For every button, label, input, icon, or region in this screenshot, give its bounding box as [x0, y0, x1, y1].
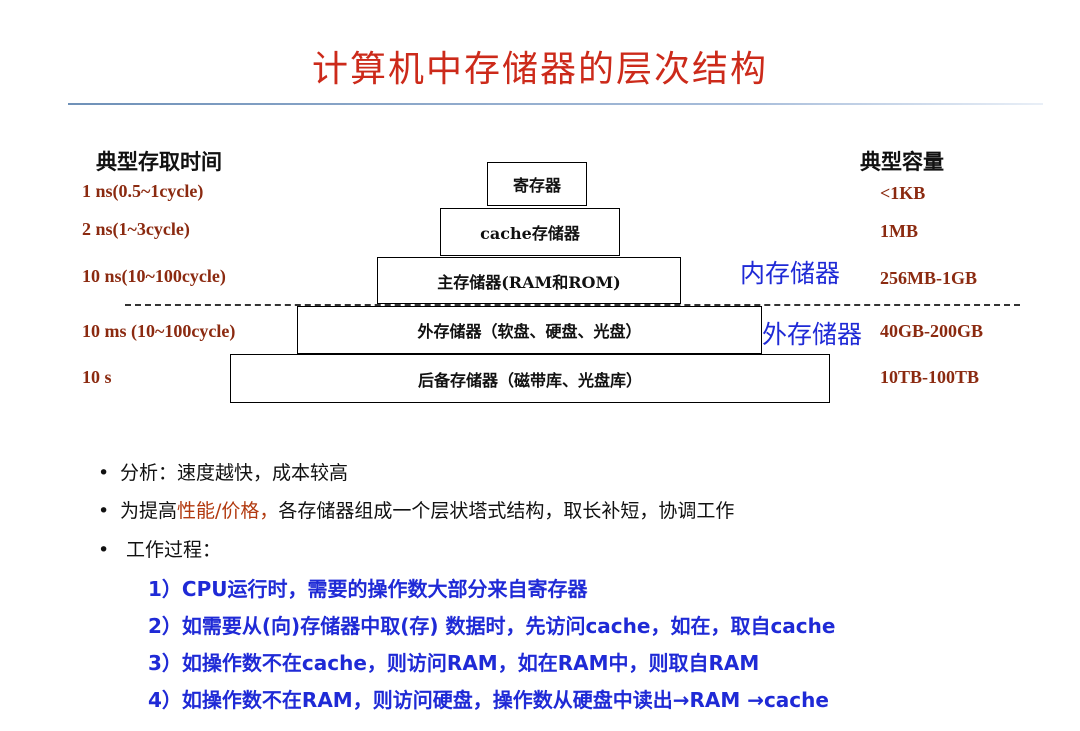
pyramid-level-cache: cache存储器: [440, 208, 620, 256]
bullet-analysis: • 分析：速度越快，成本较高: [98, 458, 348, 485]
bullet-structure-highlight: 性能/价格，: [177, 500, 279, 522]
capacity-register: <1KB: [880, 183, 926, 203]
access-time-register: 1 ns(0.5~1cycle): [82, 181, 204, 201]
bullet-dot-icon: •: [98, 500, 110, 522]
pyramid-level-main-memory: 主存储器(RAM和ROM): [377, 257, 681, 304]
bullet-dot-icon: •: [98, 462, 110, 484]
title-divider: [68, 103, 1043, 105]
process-step-1: 1）CPU运行时，需要的操作数大部分来自寄存器: [148, 577, 588, 601]
access-time-backup: 10 s: [82, 367, 112, 387]
pyramid-level-external: 外存储器（软盘、硬盘、光盘）: [297, 306, 762, 354]
capacity-cache: 1MB: [880, 221, 918, 241]
bullet-process-text: 工作过程：: [120, 539, 222, 561]
capacity-backup: 10TB-100TB: [880, 367, 980, 387]
process-step-2: 2）如需要从(向)存储器中取(存) 数据时，先访问cache，如在，取自cach…: [148, 614, 836, 638]
internal-memory-label: 内存储器: [740, 259, 841, 288]
bullet-dot-icon: •: [98, 539, 110, 561]
process-step-4: 4）如操作数不在RAM，则访问硬盘，操作数从硬盘中读出→RAM →cache: [148, 688, 829, 712]
capacity-header: 典型容量: [860, 149, 944, 174]
access-time-main-memory: 10 ns(10~100cycle): [82, 266, 226, 286]
access-time-cache: 2 ns(1~3cycle): [82, 219, 190, 239]
bullet-structure-suffix: 各存储器组成一个层状塔式结构，取长补短，协调工作: [278, 500, 735, 522]
external-memory-label: 外存储器: [762, 320, 863, 349]
bullet-analysis-text: 分析：速度越快，成本较高: [120, 462, 349, 484]
bullet-process: • 工作过程：: [98, 535, 221, 562]
access-time-header: 典型存取时间: [96, 149, 222, 174]
capacity-external: 40GB-200GB: [880, 321, 984, 341]
pyramid-level-register: 寄存器: [487, 162, 587, 206]
page-title: 计算机中存储器的层次结构: [311, 49, 768, 90]
access-time-external: 10 ms (10~100cycle): [82, 321, 236, 341]
bullet-structure: • 为提高性能/价格，各存储器组成一个层状塔式结构，取长补短，协调工作: [98, 496, 734, 523]
capacity-main-memory: 256MB-1GB: [880, 268, 977, 288]
bullet-structure-prefix: 为提高: [120, 500, 178, 522]
memory-boundary-line: [125, 304, 1020, 306]
pyramid-level-backup: 后备存储器（磁带库、光盘库）: [230, 354, 830, 403]
process-step-3: 3）如操作数不在cache，则访问RAM，如在RAM中，则取自RAM: [148, 651, 760, 675]
